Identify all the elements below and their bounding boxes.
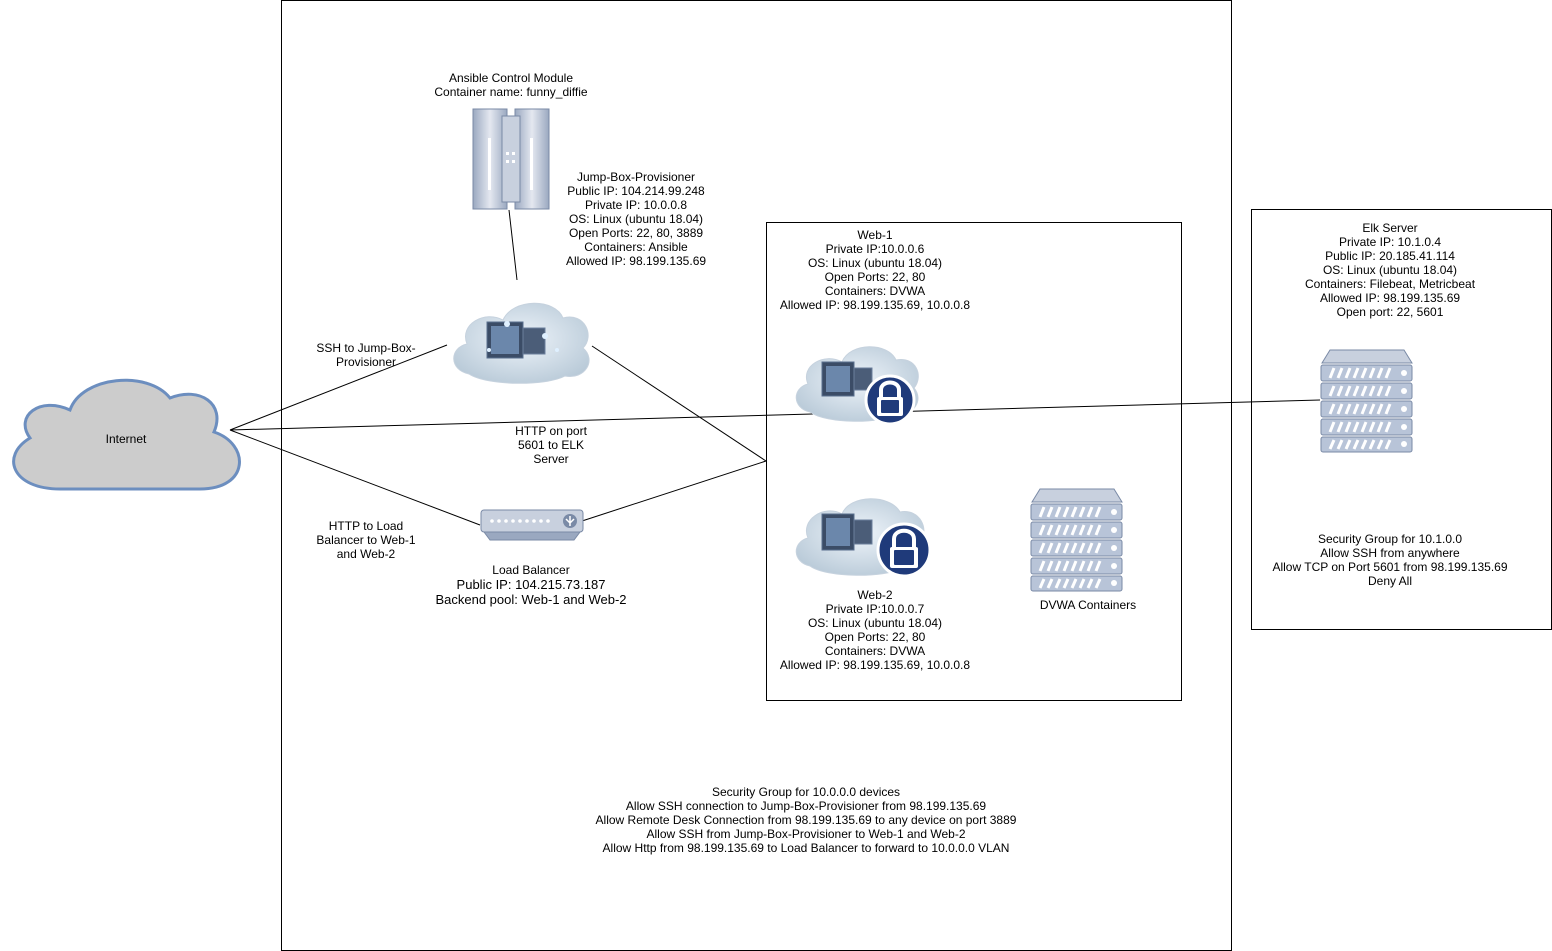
jumpbox-label: Jump-Box-Provisioner Public IP: 104.214.… — [541, 170, 731, 268]
edge-ansible-to-jumpbox — [508, 209, 518, 281]
web2-secure-vm-icon — [795, 498, 932, 578]
ansible-container-icon — [472, 108, 550, 210]
main-sg-line-2: Allow SSH connection to Jump-Box-Provisi… — [625, 799, 987, 813]
elk-sg-line-1: Security Group for 10.1.0.0 — [1317, 532, 1463, 546]
web2-line-1: Web-2 — [857, 588, 893, 602]
web2-line-6: Allowed IP: 98.199.135.69, 10.0.0.8 — [779, 658, 971, 672]
web1-line-3: OS: Linux (ubuntu 18.04) — [807, 256, 943, 270]
jumpbox-line-4: OS: Linux (ubuntu 18.04) — [568, 212, 704, 226]
elk-line-4: OS: Linux (ubuntu 18.04) — [1322, 263, 1458, 277]
ssh-edge-line-1: SSH to Jump-Box- — [316, 341, 416, 355]
web2-line-3: OS: Linux (ubuntu 18.04) — [807, 616, 943, 630]
elk-sg-line-3: Allow TCP on Port 5601 from 98.199.135.6… — [1272, 560, 1508, 574]
ansible-label: Ansible Control Module Container name: f… — [411, 71, 611, 99]
http-lb-edge-line-1: HTTP to Load — [328, 519, 404, 533]
elk-sg-line-2: Allow SSH from anywhere — [1320, 546, 1460, 560]
internet-label: Internet — [105, 432, 147, 446]
web2-label: Web-2 Private IP:10.0.0.7 OS: Linux (ubu… — [770, 588, 980, 672]
web1-line-4: Open Ports: 22, 80 — [824, 270, 926, 284]
elk-line-5: Containers: Filebeat, Metricbeat — [1304, 277, 1476, 291]
web1-label: Web-1 Private IP:10.0.0.6 OS: Linux (ubu… — [770, 228, 980, 312]
main-sg-line-3: Allow Remote Desk Connection from 98.199… — [595, 813, 1017, 827]
http-lb-edge-label: HTTP to Load Balancer to Web-1 and Web-2 — [296, 519, 436, 561]
web1-line-2: Private IP:10.0.0.6 — [825, 242, 925, 256]
jumpbox-line-2: Public IP: 104.214.99.248 — [567, 184, 705, 198]
edge-internet-to-load-balancer — [229, 429, 481, 526]
main-sg-line-1: Security Group for 10.0.0.0 devices — [711, 785, 901, 799]
jumpbox-line-6: Containers: Ansible — [584, 240, 688, 254]
web1-secure-vm-icon — [795, 346, 919, 426]
main-security-group-label: Security Group for 10.0.0.0 devices Allo… — [556, 785, 1056, 855]
edge-jumpbox-to-web — [591, 345, 767, 462]
http-elk-edge-line-2: 5601 to ELK — [517, 438, 585, 452]
edge-internet-to-jumpbox — [229, 344, 448, 431]
jumpbox-vm-cloud-icon — [453, 302, 590, 384]
elk-line-7: Open port: 22, 5601 — [1336, 305, 1444, 319]
edge-internet-to-elk — [229, 399, 1321, 431]
internet-cloud-icon — [12, 378, 241, 491]
web1-line-1: Web-1 — [857, 228, 893, 242]
elk-server-stack-icon — [1320, 349, 1413, 453]
web1-line-6: Allowed IP: 98.199.135.69, 10.0.0.8 — [779, 298, 971, 312]
jumpbox-line-7: Allowed IP: 98.199.135.69 — [565, 254, 707, 268]
web1-line-5: Containers: DVWA — [824, 284, 926, 298]
ssh-edge-label: SSH to Jump-Box- Provisioner — [300, 341, 432, 369]
load-balancer-line-2: Public IP: 104.215.73.187 — [456, 577, 606, 592]
http-elk-edge-line-1: HTTP on port — [515, 424, 587, 438]
elk-line-2: Private IP: 10.1.0.4 — [1338, 235, 1442, 249]
elk-line-3: Public IP: 20.185.41.114 — [1325, 249, 1455, 263]
load-balancer-line-1: Load Balancer — [492, 563, 570, 577]
dvwa-label: DVWA Containers — [1039, 598, 1137, 612]
edge-load-balancer-to-web — [581, 460, 767, 522]
main-sg-line-5: Allow Http from 98.199.135.69 to Load Ba… — [602, 841, 1010, 855]
http-elk-edge-line-3: Server — [533, 452, 569, 466]
web2-line-2: Private IP:10.0.0.7 — [825, 602, 925, 616]
jumpbox-line-1: Jump-Box-Provisioner — [576, 170, 696, 184]
jumpbox-line-5: Open Ports: 22, 80, 3889 — [568, 226, 704, 240]
ssh-edge-line-2: Provisioner — [335, 355, 397, 369]
elk-sg-line-4: Deny All — [1367, 574, 1413, 588]
http-elk-edge-label: HTTP on port 5601 to ELK Server — [490, 424, 612, 466]
web-subnet-box — [766, 222, 1182, 701]
elk-security-group-label: Security Group for 10.1.0.0 Allow SSH fr… — [1256, 532, 1524, 588]
dvwa-server-stack-icon — [1030, 488, 1123, 592]
ansible-line-1: Ansible Control Module — [448, 71, 574, 85]
http-lb-edge-line-2: Balancer to Web-1 — [316, 533, 416, 547]
web2-line-4: Open Ports: 22, 80 — [824, 630, 926, 644]
jumpbox-line-3: Private IP: 10.0.0.8 — [584, 198, 688, 212]
load-balancer-label: Load Balancer Public IP: 104.215.73.187 … — [420, 563, 642, 607]
load-balancer-line-3: Backend pool: Web-1 and Web-2 — [435, 592, 627, 607]
elk-line-1: Elk Server — [1362, 221, 1418, 235]
main-sg-line-4: Allow SSH from Jump-Box-Provisioner to W… — [646, 827, 966, 841]
http-lb-edge-line-3: and Web-2 — [336, 547, 396, 561]
web2-line-5: Containers: DVWA — [824, 644, 926, 658]
ansible-line-2: Container name: funny_diffie — [434, 85, 588, 99]
load-balancer-icon — [480, 509, 584, 541]
elk-line-6: Allowed IP: 98.199.135.69 — [1319, 291, 1461, 305]
elk-label: Elk Server Private IP: 10.1.0.4 Public I… — [1262, 221, 1518, 319]
